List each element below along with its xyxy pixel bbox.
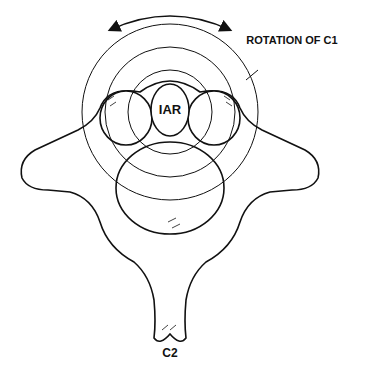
vertebra-label: C2 — [150, 346, 190, 361]
lateral-mass — [188, 91, 240, 145]
rotation-circles — [82, 24, 258, 200]
vertebra-outline — [21, 81, 319, 341]
rotation-arrow — [110, 16, 230, 30]
node-text: IAR — [159, 103, 181, 118]
motion-label: ROTATION OF C1 — [246, 34, 338, 48]
dens-node: IAR — [150, 83, 190, 137]
lateral-mass — [100, 91, 152, 145]
spinal-canal — [116, 142, 224, 234]
leader-line — [246, 70, 258, 80]
